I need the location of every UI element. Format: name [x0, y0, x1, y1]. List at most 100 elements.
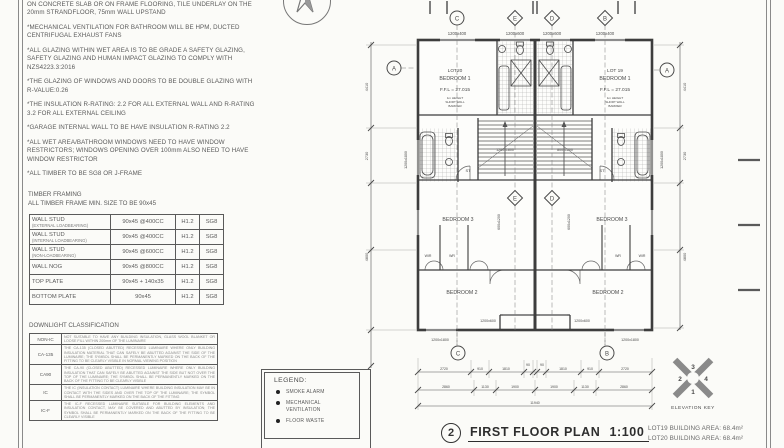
room-label: WIR	[425, 254, 432, 258]
timber-item-cell: WALL STUD(NON-LOADBEARING)	[29, 244, 111, 260]
grid-bubble-b	[596, 9, 614, 27]
note-line: *MECHANICAL VENTILATION FOR BATHROOM WIL…	[27, 24, 240, 40]
shower-icon	[538, 59, 560, 87]
room-label: F.F.L = 27.015	[600, 87, 630, 93]
timber-grade-cell: SG8	[199, 214, 224, 230]
timber-grade-cell: SG8	[199, 229, 224, 245]
downlight-desc-cell: THE CA-90 (CLOSED ABUTTED) RECESSED LUMI…	[61, 364, 218, 386]
dim-text: 1130	[481, 385, 489, 389]
timber-treatment-cell: H1.2	[175, 244, 200, 260]
legend-title: LEGEND:	[274, 377, 307, 384]
timber-framing-heading: TIMBER FRAMING ALL TIMBER FRAME MIN. SIZ…	[28, 191, 156, 208]
svg-text:SHORT WALL: SHORT WALL	[445, 100, 465, 104]
timber-treatment-cell: H1.2	[175, 214, 200, 230]
timber-grade-cell: SG8	[199, 259, 224, 275]
svg-text:1200x1800: 1200x1800	[660, 151, 664, 169]
room-label: WR	[615, 254, 621, 258]
bathtub-icon	[498, 65, 510, 111]
basin-icon	[498, 45, 506, 53]
svg-text:1200x600: 1200x600	[480, 319, 496, 323]
svg-text:1200x1800: 1200x1800	[621, 338, 639, 342]
dim-text: 1810	[559, 367, 567, 371]
drawing-title-block: 2 FIRST FLOOR PLAN 1:100	[441, 423, 650, 443]
dim-text: 2720	[440, 367, 448, 371]
grid-bubbles-inner	[506, 189, 561, 207]
svg-text:600x1200: 600x1200	[567, 214, 571, 230]
svg-text:1200x1800: 1200x1800	[404, 151, 408, 169]
room-label: LOT20	[448, 68, 463, 74]
room-label: WIR	[639, 254, 646, 258]
basin-icon	[617, 158, 625, 166]
elevation-number: 2	[678, 376, 682, 383]
dim-text: 1130	[581, 385, 589, 389]
downlight-code-cell: IC	[29, 384, 62, 402]
note-line: *GARAGE INTERNAL WALL TO BE HAVE INSULAT…	[27, 124, 230, 132]
grid-bubble-e	[506, 9, 524, 27]
drawing-scale: 1:100	[609, 424, 645, 439]
downlight-desc-cell: THE CA-135 (CLOSED ABUTTED) RECESSED LUM…	[61, 344, 218, 366]
drawing-title: FIRST FLOOR PLAN 1:100	[468, 424, 650, 442]
top-ticks	[429, 1, 636, 14]
timber-treatment-cell: H1.2	[175, 274, 200, 290]
timber-item-cell: WALL NOG	[29, 259, 111, 275]
table-row: WALL STUD(NON-LOADBEARING) 90x45 @600CC …	[29, 244, 224, 260]
building-areas: LOT19 BUILDING AREA: 68.4m² LOT20 BUILDI…	[648, 424, 743, 444]
basin-icon	[445, 158, 453, 166]
room-label: ST	[599, 168, 605, 173]
table-row: CA90 THE CA-90 (CLOSED ABUTTED) RECESSED…	[29, 364, 218, 386]
svg-text:BARRIER: BARRIER	[448, 104, 462, 108]
table-row: TOP PLATE 90x45 + 140x35 H1.2 SG8	[29, 274, 224, 290]
bathtub-icon	[419, 131, 436, 179]
timber-item-cell: BOTTOM PLATE	[29, 289, 111, 305]
grid-label: A	[392, 67, 396, 73]
building-area-line: LOT19 BUILDING AREA: 68.4m²	[648, 425, 744, 432]
grid-label: D	[550, 17, 555, 23]
timber-size-cell: 90x45 + 140x35	[110, 274, 176, 290]
table-row: IC THE IC (INSULATION CONTACT) LUMINAIRE…	[29, 384, 218, 402]
dim-text: 2730	[683, 152, 687, 160]
grid-bubble-a-right	[659, 62, 675, 78]
table-row: WALL NOG 90x45 @800CC H1.2 SG8	[29, 259, 224, 275]
general-notes: ON CONCRETE SLAB OR ON FRAME FLOORING, T…	[27, 1, 257, 185]
window-dim: 1200x600	[506, 31, 525, 36]
downlight-code-cell: IC-F	[29, 400, 62, 421]
table-row: WALL STUD(INTERNAL LOADBEARING) 90x45 @4…	[29, 229, 224, 245]
dim-ticks	[414, 368, 656, 410]
grid-bubble-c	[449, 10, 465, 26]
shower-icon	[510, 59, 532, 87]
timber-framing-subtitle: ALL TIMBER FRAME MIN. SIZE TO BE 90x45	[28, 199, 157, 207]
note-line: ON CONCRETE SLAB OR ON FRAME FLOORING, T…	[27, 1, 252, 17]
table-row: CA-135 THE CA-135 (CLOSED ABUTTED) RECES…	[29, 344, 218, 366]
note-line: *THE GLAZING OF WINDOWS AND DOORS TO BE …	[27, 78, 253, 94]
svg-text:1200x1800: 1200x1800	[496, 148, 514, 152]
timber-item-cell: WALL STUD(EXTERNAL LOADBEARING)	[29, 214, 111, 230]
smoke-alarm-icon	[276, 390, 280, 394]
dim-text: 2860	[620, 385, 628, 389]
room-label: ST	[465, 168, 471, 173]
room-label: BEDROOM 3	[596, 217, 627, 223]
dim-text: 2720	[621, 367, 629, 371]
grid-label: C	[455, 17, 460, 23]
timber-treatment-cell: H1.2	[175, 229, 200, 245]
downlight-title: DOWNLIGHT CLASSIFICATION	[29, 322, 119, 329]
legend-item: FLOOR WASTE	[274, 418, 359, 424]
dimension-line-left: 4410 2730 4800	[365, 41, 416, 370]
downlight-code-cell: CA90	[29, 364, 62, 386]
elevation-number: 3	[691, 364, 695, 371]
dimension-lines-bottom: 2720 910 1810 90 90 1810 910 2720 2860 1…	[414, 358, 656, 410]
timber-framing-title: TIMBER FRAMING	[28, 191, 82, 198]
window-dim: 1200x600	[543, 31, 562, 36]
table-row: WALL STUD(EXTERNAL LOADBEARING) 90x45 @4…	[29, 214, 224, 230]
room-label: LOT 19	[607, 68, 623, 74]
stairs-left	[477, 120, 534, 176]
dim-text: 910	[477, 367, 483, 371]
toilet-icon	[516, 41, 524, 55]
grid-bubble-b-bottom	[599, 345, 615, 361]
svg-text:BARRIER: BARRIER	[608, 104, 622, 108]
grid-label: D	[550, 197, 555, 203]
dim-text: 11940	[530, 401, 540, 405]
bathroom-tile-hatch	[418, 41, 652, 182]
bathtub-icon	[634, 131, 651, 179]
mechanical-ventilation-icon	[276, 401, 280, 406]
